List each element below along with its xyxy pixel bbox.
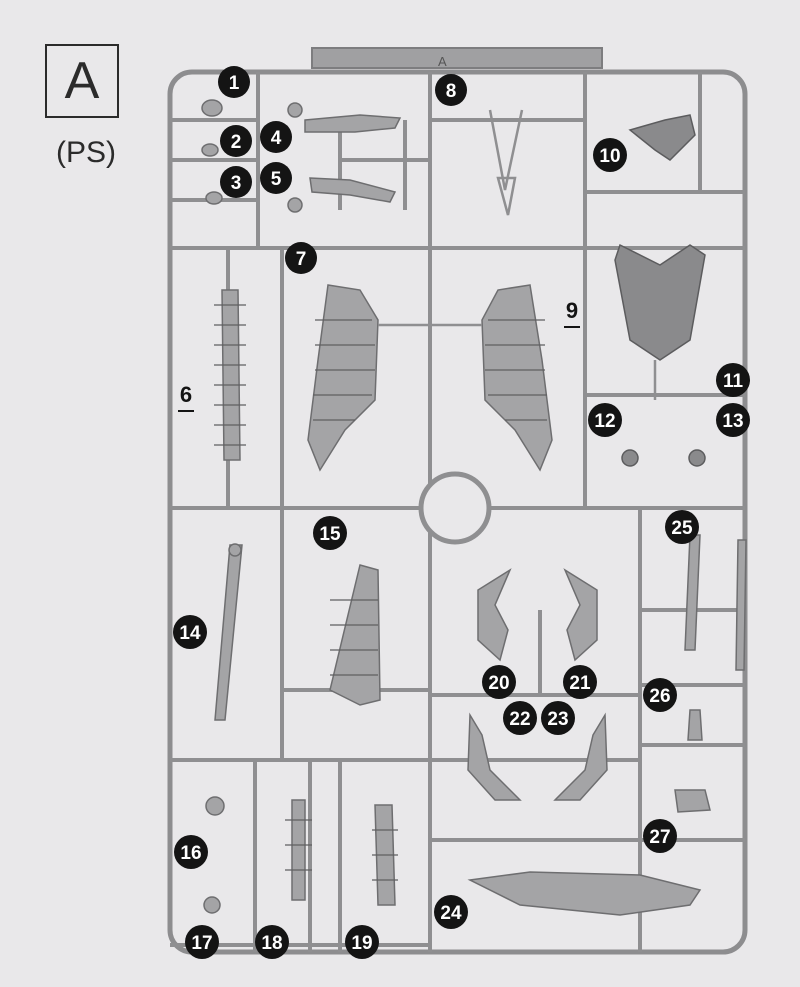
part-15-tail (329, 564, 381, 706)
callout-9: 9 (564, 298, 580, 328)
part-24-blade (467, 871, 702, 916)
callout-3: 3 (220, 166, 252, 198)
part-17 (203, 896, 221, 914)
svg-text:8: 8 (446, 81, 457, 102)
svg-text:7: 7 (296, 249, 307, 270)
callout-22: 22 (503, 701, 537, 735)
callout-23: 23 (541, 701, 575, 735)
part-26 (687, 709, 703, 741)
svg-text:3: 3 (231, 173, 242, 194)
svg-text:1: 1 (229, 73, 240, 94)
svg-text:14: 14 (179, 623, 201, 644)
svg-text:9: 9 (566, 298, 578, 323)
part-7-torso (307, 284, 379, 472)
sprue-center-ring (418, 471, 492, 545)
sprue-letter-box: A (45, 44, 119, 118)
svg-text:12: 12 (594, 411, 615, 432)
callout-11: 11 (716, 363, 750, 397)
callout-26: 26 (643, 678, 677, 712)
callout-7: 7 (285, 242, 317, 274)
sprue-outer-frame (167, 69, 748, 955)
svg-text:27: 27 (649, 827, 670, 848)
part-9-torso (481, 284, 553, 472)
callout-15: 15 (313, 516, 347, 550)
part-19 (372, 804, 398, 906)
part-4-arm (287, 102, 402, 133)
callout-17: 17 (185, 925, 219, 959)
callout-20: 20 (482, 665, 516, 699)
svg-text:22: 22 (509, 709, 530, 730)
callout-14: 14 (173, 615, 207, 649)
part-21-claw (563, 568, 598, 662)
callout-16: 16 (174, 835, 208, 869)
svg-text:15: 15 (319, 524, 341, 545)
callout-8: 8 (435, 74, 467, 106)
callout-1: 1 (218, 66, 250, 98)
material-label: (PS) (56, 136, 116, 169)
svg-text:17: 17 (191, 933, 212, 954)
sprue-tab (311, 47, 603, 69)
callout-2: 2 (220, 125, 252, 157)
sprue-tab-letter: A (438, 54, 447, 69)
part-22-claw (467, 712, 522, 801)
callout-13: 13 (716, 403, 750, 437)
callout-6: 6 (178, 382, 194, 412)
svg-text:4: 4 (271, 128, 282, 149)
callout-24: 24 (434, 895, 468, 929)
part-8-tip (496, 176, 517, 216)
callout-4: 4 (260, 121, 292, 153)
part-5-arm (287, 177, 397, 213)
svg-text:26: 26 (649, 686, 670, 707)
callout-27: 27 (643, 819, 677, 853)
svg-text:2: 2 (231, 132, 242, 153)
svg-text:18: 18 (261, 933, 282, 954)
part-14-rod (214, 543, 243, 721)
part-8-frame (488, 109, 524, 191)
callout-21: 21 (563, 665, 597, 699)
svg-text:11: 11 (723, 371, 744, 392)
part-18 (285, 799, 312, 901)
svg-text:16: 16 (180, 843, 201, 864)
part-11-fan (614, 243, 706, 400)
part-13 (688, 449, 706, 467)
svg-text:21: 21 (569, 673, 591, 694)
part-1-3-small-pieces (201, 99, 223, 205)
svg-text:13: 13 (722, 411, 743, 432)
part-27 (674, 789, 711, 813)
svg-text:6: 6 (180, 382, 192, 407)
callout-5: 5 (260, 162, 292, 194)
part-6-spine (214, 289, 246, 461)
sprue-letter: A (64, 52, 100, 110)
callout-18: 18 (255, 925, 289, 959)
callout-19: 19 (345, 925, 379, 959)
svg-text:20: 20 (488, 673, 509, 694)
svg-text:23: 23 (547, 709, 568, 730)
part-25-side (735, 539, 747, 671)
svg-text:24: 24 (440, 903, 462, 924)
callout-25: 25 (665, 510, 699, 544)
part-10 (628, 114, 696, 161)
part-12 (621, 449, 639, 467)
callout-10: 10 (593, 138, 627, 172)
part-23-claw (553, 712, 608, 801)
part-25 (684, 534, 701, 651)
part-16 (205, 796, 225, 816)
svg-text:19: 19 (351, 933, 372, 954)
svg-text:5: 5 (271, 169, 282, 190)
callout-12: 12 (588, 403, 622, 437)
part-20-claw (477, 568, 512, 662)
svg-text:25: 25 (671, 518, 693, 539)
svg-text:10: 10 (599, 146, 620, 167)
